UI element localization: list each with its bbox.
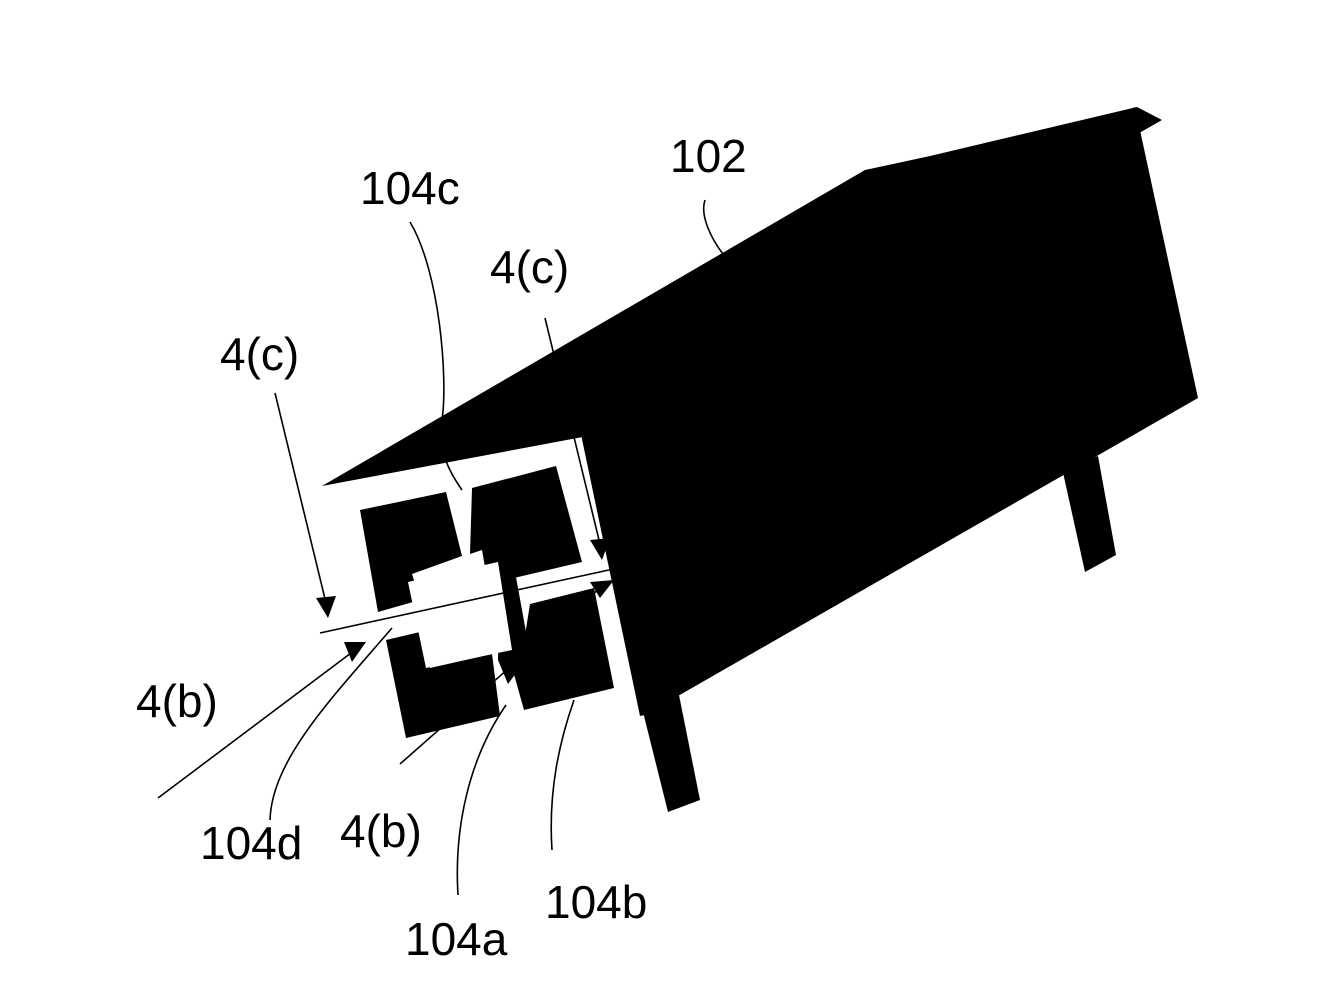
leader-104b — [551, 700, 574, 850]
label-4b-left: 4(b) — [136, 675, 218, 727]
label-104b: 104b — [545, 876, 647, 928]
label-104a: 104a — [405, 913, 508, 965]
label-4b-bottom: 4(b) — [340, 805, 422, 857]
label-104d: 104d — [200, 817, 302, 869]
pads — [360, 466, 614, 738]
label-102: 102 — [670, 130, 747, 182]
leg-back — [1062, 456, 1116, 572]
leader-102 — [704, 200, 726, 258]
label-4c-right: 4(c) — [490, 241, 569, 293]
leader-104d — [270, 628, 392, 820]
label-104c: 104c — [360, 162, 460, 214]
label-4c-left: 4(c) — [220, 328, 299, 380]
arrow-4b-left-head — [344, 642, 366, 662]
leader-104a — [457, 705, 506, 895]
arrow-4c-left-shaft — [275, 393, 326, 603]
arrow-4c-left-head — [316, 596, 336, 618]
pad-104a-window — [408, 562, 512, 668]
leg-front — [640, 690, 700, 812]
